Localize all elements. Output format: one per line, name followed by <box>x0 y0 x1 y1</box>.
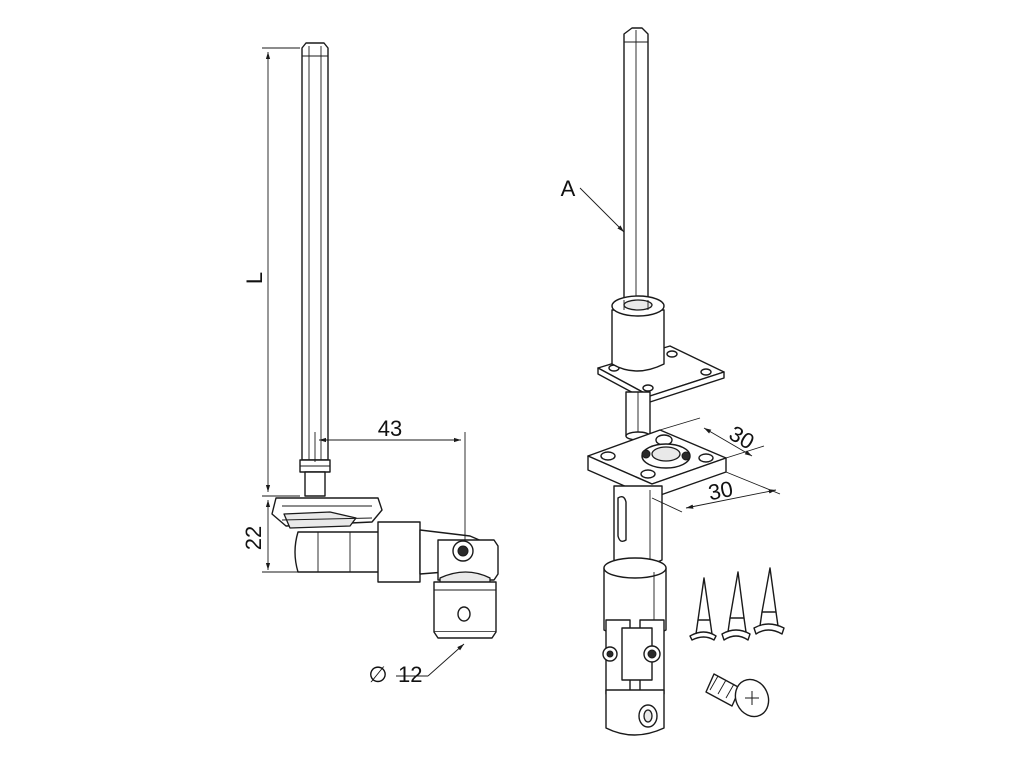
rod-iso <box>623 27 649 301</box>
offset-label: 43 <box>378 416 402 441</box>
height-label: 22 <box>241 526 266 550</box>
rod-side <box>301 42 329 461</box>
tube-iso <box>613 485 663 567</box>
dimension-plate-width <box>659 417 765 459</box>
rod-callout-label: A <box>561 176 576 201</box>
nail-1 <box>689 577 717 641</box>
dimension-plate-depth <box>651 471 781 513</box>
length-label: L <box>242 272 267 284</box>
nail-3 <box>753 567 785 635</box>
collar-side <box>299 459 331 497</box>
exploded-view: A 30 30 <box>561 27 785 736</box>
shaft-iso <box>625 391 651 441</box>
diameter-symbol: ∅ <box>368 662 387 687</box>
plate-side <box>271 497 383 529</box>
hub-side <box>294 531 381 573</box>
dimension-length <box>262 47 300 497</box>
dimension-offset <box>314 432 466 540</box>
dimension-height <box>262 500 298 573</box>
side-view: L 22 43 ∅ 12 <box>241 42 499 687</box>
joint-side <box>377 521 499 591</box>
plate-depth-label: 30 <box>706 476 735 505</box>
diameter-leader <box>396 643 465 677</box>
screw <box>705 673 770 718</box>
diameter-label: 12 <box>398 662 422 687</box>
rod-leader <box>579 187 625 233</box>
nail-2 <box>721 571 751 641</box>
ujoint-iso <box>602 619 665 736</box>
socket-side <box>433 581 497 639</box>
bushing-iso <box>597 295 725 403</box>
